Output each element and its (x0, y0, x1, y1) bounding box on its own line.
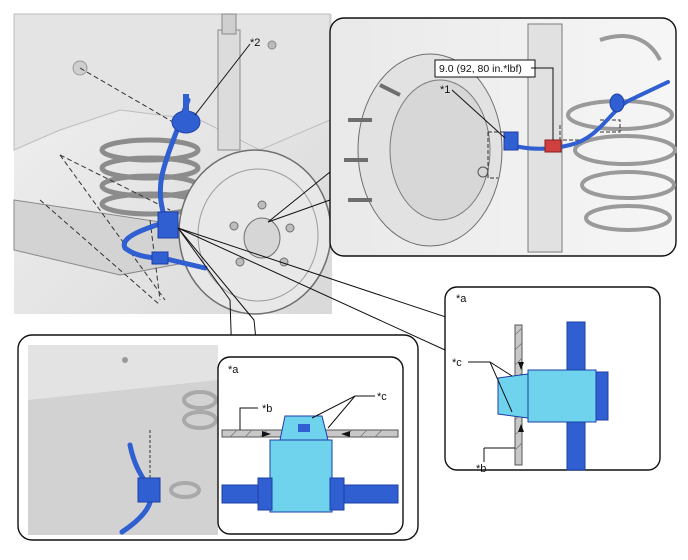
detail-right-label-a: *a (456, 293, 467, 305)
label-2-leader (194, 43, 251, 116)
label-part-1: *1 (440, 84, 450, 96)
inset-hub (389, 79, 491, 221)
detail-right-clip-tab (497, 373, 529, 419)
inset-bolt-head (477, 166, 489, 178)
detail-bottom-arrows (262, 431, 350, 437)
detail-bottom-label-c: *c (377, 391, 387, 403)
detail-bottom-clip (137, 477, 161, 503)
detail-right-arrows (518, 362, 524, 432)
shock-absorber (217, 29, 241, 151)
inset-hose-grommet (609, 93, 625, 113)
detail-bottom-bolt (122, 357, 128, 363)
body-bolt (267, 40, 277, 50)
main-hose-bracket (151, 251, 169, 265)
detail-bottom-clip-body (269, 439, 333, 513)
inset-strut (527, 23, 563, 253)
detail-bottom-clip-flange-left (257, 477, 273, 511)
detail-right-clip-body (527, 369, 597, 423)
detail-right-view: *a *c *b (444, 286, 661, 475)
detail-bottom-label-b: *b (262, 403, 272, 415)
inset-hose-union (503, 131, 519, 151)
main-hose-clip (157, 211, 179, 239)
main-illustration: *2 (13, 13, 332, 315)
detail-right-label-b: *b (476, 463, 486, 475)
detail-bottom-floor (28, 380, 218, 535)
inset-studs (344, 83, 401, 202)
detail-right-c-leader-2 (489, 361, 513, 413)
shock-rod (221, 13, 237, 35)
label-part-2: *2 (250, 37, 260, 49)
torque-spec: 9.0 (92, 80 in.*lbf) (439, 63, 522, 75)
detail-bottom-clip-flange-right (329, 477, 345, 511)
detail-bottom-coil (169, 390, 218, 499)
label-1-leader (451, 89, 506, 139)
drum-studs (229, 200, 295, 267)
detail-bottom-label-a: *a (228, 364, 239, 376)
inset-hub-view: 9.0 (92, 80 in.*lbf) *1 (329, 17, 677, 257)
detail-bottom-view: *a *b *c (17, 334, 419, 541)
inset-bracket-bolt (544, 139, 562, 153)
detail-right-clip-end (595, 371, 609, 421)
main-hose-fitting (183, 94, 189, 112)
torque-leader (531, 67, 554, 140)
detail-bottom-c-leader-2 (327, 395, 356, 429)
detail-right-label-c: *c (452, 357, 462, 369)
drum-hub (243, 217, 281, 259)
detail-bottom-b-leader (239, 407, 258, 430)
detail-bottom-clip-slot (298, 424, 310, 432)
